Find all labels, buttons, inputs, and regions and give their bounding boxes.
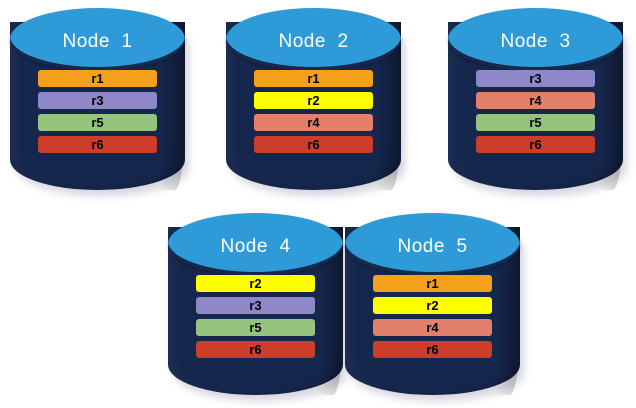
replica-bar: r6 xyxy=(476,136,595,153)
cylinder-top-disc: Node 5 xyxy=(345,213,520,275)
replica-bar: r5 xyxy=(196,319,315,336)
node-label: Node 3 xyxy=(500,31,571,52)
replica-bar: r3 xyxy=(476,70,595,87)
cylinder-top-disc: Node 4 xyxy=(168,213,343,275)
node-label: Node 5 xyxy=(397,236,468,257)
replica-bar-list: r3 r4 r5 r6 xyxy=(476,70,595,153)
replica-bar-list: r2 r3 r5 r6 xyxy=(196,275,315,358)
replica-bar: r4 xyxy=(476,92,595,109)
replica-bar: r6 xyxy=(196,341,315,358)
replica-bar: r1 xyxy=(254,70,373,87)
replica-bar: r2 xyxy=(196,275,315,292)
replica-bar: r6 xyxy=(254,136,373,153)
replica-bar: r1 xyxy=(373,275,492,292)
replica-bar: r2 xyxy=(254,92,373,109)
replica-bar: r6 xyxy=(38,136,157,153)
database-node-cylinder: Node 5 r1 r2 r4 r6 xyxy=(345,213,524,401)
database-node-cylinder: Node 1 r1 r3 r5 r6 xyxy=(10,8,189,196)
cylinder-top-disc: Node 1 xyxy=(10,8,185,70)
replica-bar: r2 xyxy=(373,297,492,314)
node-label: Node 1 xyxy=(62,31,133,52)
replica-bar: r4 xyxy=(254,114,373,131)
cylinder-top-disc: Node 3 xyxy=(448,8,623,70)
replica-bar: r3 xyxy=(196,297,315,314)
database-node-cylinder: Node 2 r1 r2 r4 r6 xyxy=(226,8,405,196)
replica-bar-list: r1 r2 r4 r6 xyxy=(254,70,373,153)
replica-bar-list: r1 r3 r5 r6 xyxy=(38,70,157,153)
replica-bar: r4 xyxy=(373,319,492,336)
replica-bar: r1 xyxy=(38,70,157,87)
database-node-cylinder: Node 4 r2 r3 r5 r6 xyxy=(168,213,347,401)
database-node-cylinder: Node 3 r3 r4 r5 r6 xyxy=(448,8,627,196)
node-label: Node 2 xyxy=(278,31,349,52)
replica-bar-list: r1 r2 r4 r6 xyxy=(373,275,492,358)
replica-bar: r6 xyxy=(373,341,492,358)
replica-bar: r5 xyxy=(476,114,595,131)
replica-bar: r3 xyxy=(38,92,157,109)
cylinder-top-disc: Node 2 xyxy=(226,8,401,70)
replica-bar: r5 xyxy=(38,114,157,131)
node-label: Node 4 xyxy=(220,236,291,257)
